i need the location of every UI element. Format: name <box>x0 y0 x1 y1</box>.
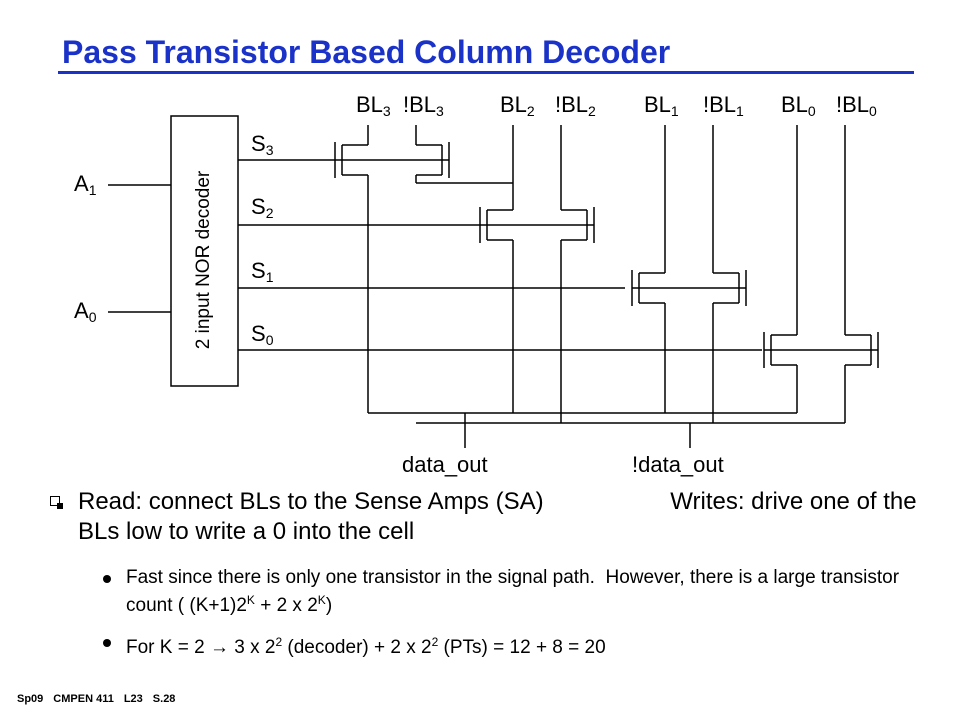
select-label-s3: S3 <box>251 131 274 158</box>
select-label-s0: S0 <box>251 321 274 348</box>
bitline-label-bl2: BL2 <box>500 92 535 119</box>
pass-transistor-pair-1 <box>631 270 747 423</box>
pass-transistor-pair-3 <box>334 142 513 413</box>
square-bullet-icon <box>50 496 63 509</box>
title-underline <box>58 71 914 74</box>
bullet-read-write: Read: connect BLs to the Sense Amps (SA)… <box>50 487 940 547</box>
bullet-fast: Fast since there is only one transistor … <box>50 567 940 617</box>
arrow-right-icon: → <box>209 637 229 658</box>
address-label-a0: A0 <box>74 298 97 325</box>
bullet-list: Read: connect BLs to the Sense Amps (SA)… <box>50 487 940 659</box>
bullet-count: For K = 2 → 3 x 22 (decoder) + 2 x 22 (P… <box>50 631 940 659</box>
dot-bullet-icon <box>103 639 111 647</box>
bitline-label-bl3: BL3 <box>356 92 391 119</box>
bullet-read-write-text: Read: connect BLs to the Sense Amps (SA)… <box>78 488 917 545</box>
dot-bullet-icon <box>103 575 111 583</box>
pass-transistor-pair-0 <box>763 332 879 423</box>
nor-decoder-box <box>170 115 239 387</box>
bitline-label-bl0: BL0 <box>781 92 816 119</box>
bitline-label-nbl2: !BL2 <box>555 92 596 119</box>
slide-title: Pass Transistor Based Column Decoder <box>62 34 671 70</box>
column-decoder-circuit <box>108 115 879 448</box>
data-out-label: data_out <box>402 452 488 477</box>
bitline-label-nbl1: !BL1 <box>703 92 744 119</box>
select-label-s2: S2 <box>251 194 274 221</box>
address-label-a1: A1 <box>74 171 97 198</box>
select-label-s1: S1 <box>251 258 274 285</box>
bitline-label-nbl3: !BL3 <box>403 92 444 119</box>
bitline-label-nbl0: !BL0 <box>836 92 877 119</box>
pass-transistor-pair-2 <box>479 207 595 423</box>
ndata-out-label: !data_out <box>632 452 724 477</box>
bitline-label-bl1: BL1 <box>644 92 679 119</box>
